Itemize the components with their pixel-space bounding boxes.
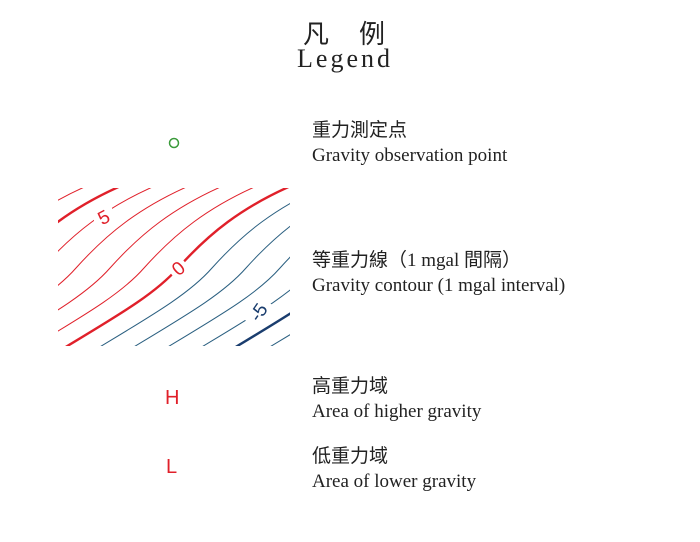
contour-line--6 <box>270 334 290 346</box>
contour-line-0 <box>65 188 290 346</box>
label-jp: 低重力域 <box>312 446 389 467</box>
label-jp: 等重力線（1 mgal 間隔） <box>312 250 521 271</box>
legend-title-en: Legend <box>297 44 393 73</box>
contour-line--2 <box>134 225 290 346</box>
contour-line-3 <box>58 188 186 286</box>
contour-line-6 <box>58 188 84 201</box>
high-gravity-symbol: H <box>165 387 180 409</box>
observation-point-icon <box>168 137 180 149</box>
contour-line-4 <box>58 188 152 252</box>
gravity-contours-icon <box>0 178 290 375</box>
legend-item-contour: 等重力線（1 mgal 間隔） Gravity contour (1 mgal … <box>312 248 565 298</box>
contour-line--5 <box>235 312 290 346</box>
label-en: Area of higher gravity <box>312 401 482 422</box>
low-gravity-symbol: L <box>166 456 178 478</box>
contour-line-2 <box>58 188 220 311</box>
contour-line-7 <box>0 178 72 375</box>
label-jp: 重力測定点 <box>312 120 408 141</box>
label-en: Area of lower gravity <box>312 471 477 492</box>
contour-line--4 <box>202 289 290 346</box>
contour-line--1 <box>100 202 290 346</box>
legend-title-jp: 凡 例 <box>302 20 387 49</box>
label-en: Gravity contour (1 mgal interval) <box>312 275 566 296</box>
contour-line--3 <box>168 256 290 346</box>
contour-line-5 <box>58 188 120 224</box>
contour-line-1 <box>58 188 254 332</box>
label-jp: 高重力域 <box>312 376 389 397</box>
contour-labels: 5 0 -5 <box>94 204 276 331</box>
legend-item-high-gravity: 高重力域 Area of higher gravity <box>312 374 481 424</box>
legend-item-low-gravity: 低重力域 Area of lower gravity <box>312 444 476 494</box>
legend-item-observation-point: 重力測定点 Gravity observation point <box>312 118 507 168</box>
label-en: Gravity observation point <box>312 145 508 166</box>
